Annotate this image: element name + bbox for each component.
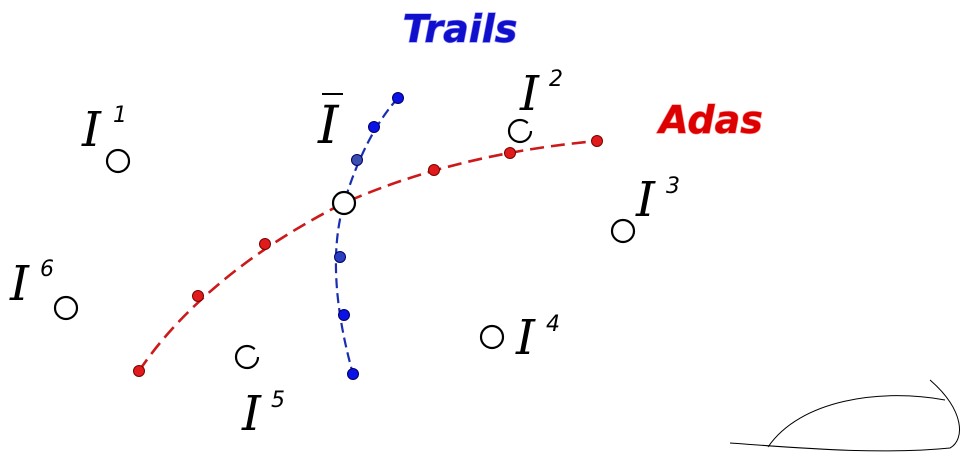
image-1-circle <box>105 148 131 174</box>
sketch-curve <box>729 379 961 452</box>
adas-points <box>133 135 603 377</box>
image-1-superscript: 1 <box>113 103 127 128</box>
image-4-superscript: 4 <box>546 312 560 337</box>
image-3-superscript: 3 <box>666 174 680 199</box>
image-6-circle <box>53 295 79 321</box>
image-2-label: I <box>519 66 540 122</box>
adas-point <box>259 238 271 250</box>
trails-point <box>334 251 346 263</box>
image-3-circle <box>610 218 636 244</box>
adas-title: Adas <box>656 98 763 142</box>
trails-point <box>368 121 380 133</box>
image-4-label: I <box>515 310 536 366</box>
image-3-label: I <box>635 172 656 228</box>
adas-point <box>504 147 516 159</box>
image-1-label: I <box>81 102 102 158</box>
image-4-circle <box>479 324 505 350</box>
trails-points <box>334 92 404 380</box>
image-2-superscript: 2 <box>549 67 563 92</box>
image-6-superscript: 6 <box>40 257 54 282</box>
adas-path <box>137 139 598 372</box>
adas-point <box>591 135 603 147</box>
adas-point <box>192 290 204 302</box>
adas-point <box>133 365 145 377</box>
trails-path <box>334 97 399 375</box>
image-5-label: I <box>241 386 262 442</box>
image-5-circle <box>234 344 260 370</box>
image-2-circle <box>507 118 533 144</box>
image-6-label: I <box>9 256 30 312</box>
mean-image-circle <box>331 190 357 216</box>
adas-point <box>428 164 440 176</box>
trails-point <box>347 368 359 380</box>
trails-point <box>338 309 350 321</box>
image-5-superscript: 5 <box>271 388 285 413</box>
trails-point <box>392 92 404 104</box>
mean-symbol: I <box>317 96 340 156</box>
trails-point <box>351 154 363 166</box>
trails-title: Trails <box>403 7 518 51</box>
